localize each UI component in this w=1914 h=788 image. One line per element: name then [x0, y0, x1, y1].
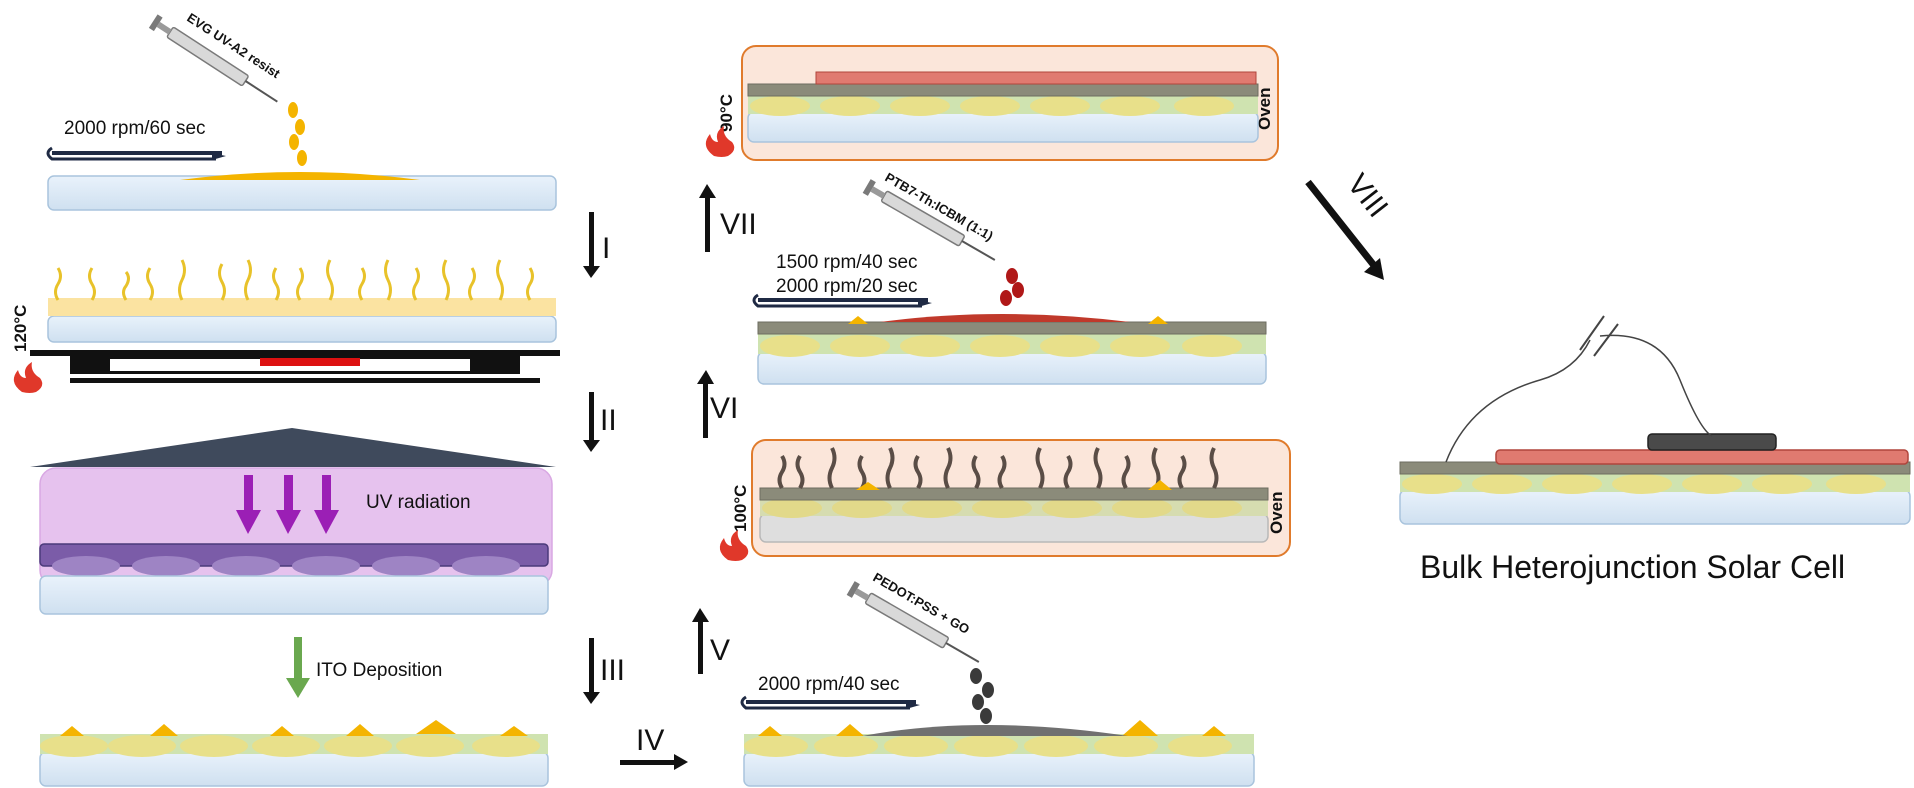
stage-resist-pillars: 120°C [11, 259, 560, 393]
step-arrow-VI: VI [697, 370, 738, 438]
uv-arrows [236, 475, 339, 534]
resist-bumps [52, 556, 520, 576]
glass-substrate [39, 575, 549, 615]
spin-arrow-icon [46, 146, 226, 161]
resist-pillars [54, 259, 534, 301]
device-title: Bulk Heterojunction Solar Cell [1420, 549, 1845, 585]
gold-peaks [60, 720, 528, 736]
active-layer [1495, 449, 1909, 465]
textured-domes [762, 498, 1242, 518]
step-arrow-VII: VII [699, 184, 757, 252]
step-label: VIII [1340, 168, 1394, 224]
resist-film [180, 172, 420, 180]
stage-pedot-spin: 2000 rpm/40 sec PEDOT:PSS + GO [740, 570, 1255, 787]
glass-substrate [1399, 489, 1911, 525]
active-droplets [1000, 268, 1024, 306]
step-label: I [602, 232, 610, 265]
stage-active-spin: 1500 rpm/40 sec 2000 rpm/20 sec PTB7-Th:… [752, 170, 1267, 385]
active-spin-speed-2: 2000 rpm/20 sec [776, 276, 918, 297]
final-device: Bulk Heterojunction Solar Cell [1399, 315, 1911, 585]
battery-icon [1579, 315, 1619, 357]
step-label: III [600, 654, 625, 687]
textured-domes [1402, 474, 1886, 494]
textured-domes [744, 735, 1232, 757]
glass-substrate [47, 175, 557, 211]
step-arrow-VIII: VIII [1305, 168, 1394, 280]
glass-substrate [759, 513, 1269, 543]
active-film [880, 314, 1130, 322]
step-arrow-V: V [692, 608, 730, 674]
stage-active-anneal: Oven 90°C [705, 45, 1279, 161]
textured-domes [40, 735, 540, 757]
gold-peaks [758, 720, 1226, 736]
textured-domes [750, 96, 1234, 116]
ito-label: ITO Deposition [316, 660, 442, 681]
ito-arrow: ITO Deposition [286, 637, 442, 698]
glass-substrate [47, 315, 557, 343]
pedot-spin-speed: 2000 rpm/40 sec [758, 674, 900, 695]
stage-ito [39, 720, 549, 787]
glass-substrate [747, 111, 1259, 143]
temperature-90: 90°C [717, 94, 736, 132]
stage-uv-exposure: UV radiation [30, 428, 556, 615]
glass-substrate [743, 751, 1255, 787]
flame-icon [13, 362, 43, 393]
resist-layer [48, 298, 556, 316]
pedot-droplets [970, 668, 994, 724]
step-arrow-III: III [583, 638, 625, 704]
stage-pedot-anneal: Oven 100°C [719, 439, 1291, 561]
pedot-film [862, 725, 1128, 736]
spin-speed-label: 2000 rpm/60 sec [64, 118, 206, 139]
spin-arrow-icon [740, 695, 920, 710]
wire-right [1599, 334, 1713, 437]
step-arrow-I: I [583, 212, 610, 278]
oven-label: Oven [1267, 491, 1286, 534]
uv-label: UV radiation [366, 492, 471, 513]
temperature-100: 100°C [731, 485, 750, 532]
active-spin-speed-1: 1500 rpm/40 sec [776, 252, 918, 273]
hotplate-icon [30, 350, 560, 383]
step-label: V [710, 634, 730, 667]
step-label: IV [636, 724, 664, 757]
gold-peaks [856, 480, 1172, 490]
pedot-layer [759, 487, 1269, 501]
textured-domes [760, 335, 1242, 357]
spin-arrow-icon [752, 293, 932, 308]
wire-left [1445, 339, 1591, 463]
temperature-120: 120°C [11, 305, 30, 352]
step-label: VI [710, 392, 738, 425]
top-electrode [1647, 433, 1777, 451]
glass-substrate [39, 751, 549, 787]
resist-droplets [288, 102, 307, 166]
glass-substrate [757, 351, 1267, 385]
active-layer [815, 71, 1257, 85]
oven-label: Oven [1255, 87, 1274, 130]
stage-resist-spin: 2000 rpm/60 sec EVG UV-A2 resist [46, 10, 557, 211]
gold-peaks [848, 316, 1168, 324]
pedot-layer [757, 321, 1267, 335]
step-arrow-II: II [583, 392, 617, 452]
step-label: VII [720, 208, 757, 241]
flame-icon [705, 126, 735, 157]
step-label: II [600, 404, 617, 437]
flame-icon [719, 530, 749, 561]
uv-lamp-icon [30, 428, 556, 467]
step-arrow-IV: IV [620, 724, 688, 770]
pedot-layer [747, 83, 1259, 97]
